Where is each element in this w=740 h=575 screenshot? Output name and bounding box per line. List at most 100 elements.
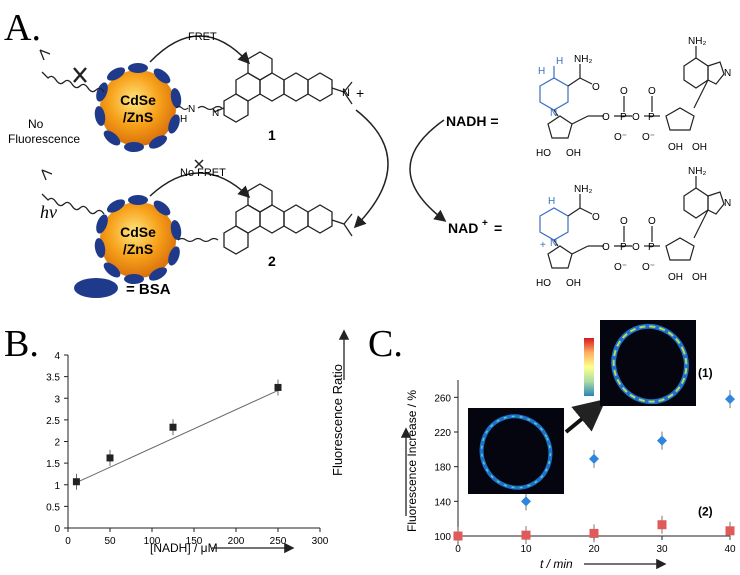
- y-tick-label: 1.5: [46, 459, 60, 470]
- no-fluorescence-label-2: Fluorescence: [8, 132, 80, 146]
- quantum-dot-bottom: CdSe /ZnS: [94, 195, 182, 284]
- x-tick-label: 10: [520, 544, 532, 555]
- no-fret-arrow: [149, 172, 251, 199]
- y-tick-label: 2: [54, 438, 60, 449]
- y-tick-label: 140: [434, 497, 451, 508]
- color-scale-bar: [584, 338, 594, 396]
- quantum-dot-top: CdSe /ZnS: [94, 63, 182, 152]
- x-tick-label: 250: [270, 536, 287, 547]
- svg-text:N: N: [342, 87, 350, 99]
- data-point: [72, 478, 80, 486]
- svg-text:O: O: [602, 112, 610, 123]
- data-point: [657, 435, 667, 446]
- svg-text:CdSe: CdSe: [120, 92, 156, 108]
- svg-text:N: N: [212, 108, 219, 119]
- svg-text:H: H: [180, 114, 187, 125]
- svg-text:P: P: [648, 242, 655, 253]
- svg-text:+: +: [356, 85, 364, 101]
- svg-text:OH: OH: [566, 148, 581, 159]
- panel-label-c: C.: [368, 323, 403, 365]
- x-tick-label: 150: [186, 536, 203, 547]
- x-tick-label: 100: [144, 536, 161, 547]
- svg-text:OH: OH: [692, 272, 707, 283]
- data-point: [657, 520, 667, 530]
- dye-molecule-2: [223, 183, 353, 255]
- svg-text:NH₂: NH₂: [574, 54, 592, 65]
- x-tick-label: 0: [65, 536, 71, 547]
- svg-text:P: P: [620, 242, 627, 253]
- svg-text:P: P: [620, 112, 627, 123]
- svg-text:OH: OH: [668, 272, 683, 283]
- svg-text:O⁻: O⁻: [614, 132, 627, 143]
- nadh-label: NADH =: [446, 113, 499, 129]
- x-tick-label: 50: [104, 536, 116, 547]
- svg-text:O: O: [648, 86, 656, 97]
- data-point: [589, 453, 599, 464]
- hv-label: hν: [40, 202, 57, 222]
- data-point: [106, 454, 114, 462]
- y-tick-label: 3.5: [46, 373, 60, 384]
- data-point: [274, 383, 282, 391]
- svg-text:O: O: [632, 242, 640, 253]
- svg-text:N: N: [550, 238, 557, 249]
- reaction-arrow-nad: [409, 119, 447, 222]
- svg-text:H: H: [556, 56, 563, 67]
- svg-text:O: O: [602, 242, 610, 253]
- nad-label: NAD: [448, 220, 478, 236]
- panel-label-a: A.: [4, 7, 41, 49]
- no-fret-label: No FRET: [180, 167, 226, 179]
- data-point: [521, 496, 531, 507]
- y-tick-label: 260: [434, 393, 451, 404]
- svg-text:N: N: [188, 104, 195, 115]
- linker-bottom: [177, 237, 219, 243]
- y-tick-label: 4: [54, 351, 60, 362]
- svg-text:O: O: [592, 212, 600, 223]
- svg-text:N: N: [724, 198, 731, 209]
- nad-structure: [539, 176, 725, 269]
- svg-text:P: P: [648, 112, 655, 123]
- svg-text:O: O: [632, 112, 640, 123]
- svg-text:=: =: [494, 220, 502, 236]
- no-fluorescence-label: No: [28, 117, 44, 131]
- svg-text:+: +: [540, 240, 546, 251]
- dye-molecule-1: [213, 51, 353, 123]
- fit-line: [76, 390, 279, 484]
- chart-c-ylabel: Fluorescence Increase / %: [405, 390, 419, 532]
- svg-text:/ZnS: /ZnS: [123, 241, 153, 257]
- x-tick-label: 0: [455, 544, 461, 555]
- y-tick-label: 100: [434, 532, 451, 543]
- microscopy-inset-2: [600, 320, 696, 406]
- y-tick-label: 2.5: [46, 416, 60, 427]
- y-tick-label: 0.5: [46, 502, 60, 513]
- series-label: (1): [698, 366, 713, 380]
- data-point: [453, 531, 463, 541]
- svg-text:HO: HO: [536, 148, 551, 159]
- emission-arrow-top: [39, 49, 105, 93]
- reaction-arrow-down: [353, 109, 389, 229]
- svg-text:OH: OH: [668, 142, 683, 153]
- series-label: (2): [698, 504, 713, 518]
- no-fret-cross: [194, 159, 204, 169]
- svg-text:+: +: [482, 218, 488, 229]
- data-point: [725, 394, 735, 405]
- svg-text:N: N: [550, 108, 557, 119]
- svg-text:OH: OH: [566, 278, 581, 289]
- fret-arrow: [149, 35, 251, 65]
- x-tick-label: 20: [588, 544, 600, 555]
- chart-b-ylabel: Fluorescence Ratio: [330, 364, 345, 476]
- data-point: [725, 526, 735, 536]
- y-tick-label: 180: [434, 463, 451, 474]
- y-tick-label: 3: [54, 394, 60, 405]
- y-tick-label: 1: [54, 481, 60, 492]
- x-tick-label: 200: [228, 536, 245, 547]
- svg-text:O: O: [592, 82, 600, 93]
- svg-text:O: O: [620, 216, 628, 227]
- svg-text:HO: HO: [536, 278, 551, 289]
- svg-text:/ZnS: /ZnS: [123, 109, 153, 125]
- svg-text:O: O: [620, 86, 628, 97]
- x-tick-label: 300: [312, 536, 329, 547]
- svg-text:H: H: [548, 196, 555, 207]
- svg-text:NH₂: NH₂: [688, 166, 706, 177]
- bsa-legend: = BSA: [74, 278, 171, 298]
